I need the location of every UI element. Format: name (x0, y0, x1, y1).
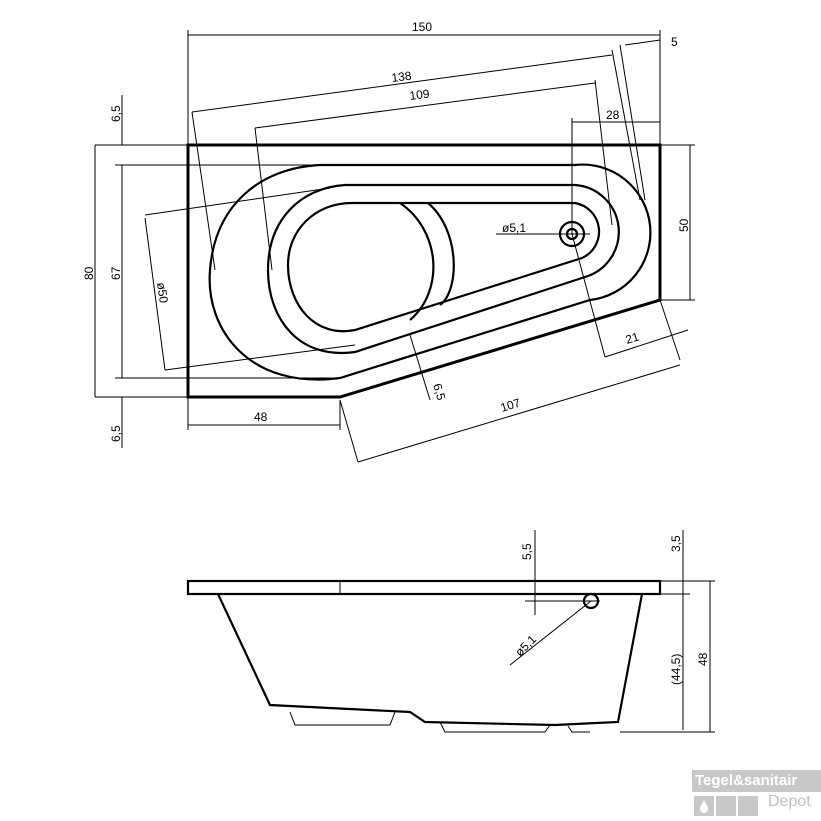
logo-brand: Tegel&sanitair (692, 770, 821, 792)
dim-150: 150 (412, 20, 432, 34)
dim-3-5: 3,5 (669, 535, 683, 552)
side-body (217, 593, 644, 727)
dim-5: 5 (671, 35, 678, 49)
side-dimension-lines (509, 530, 715, 733)
dim-80: 80 (82, 266, 96, 280)
seat-curve-outer (427, 202, 455, 306)
dim-28: 28 (606, 108, 620, 122)
side-feet (289, 711, 590, 733)
dim-44-5: (44,5) (669, 654, 683, 685)
dim-6-5-top: 6,5 (109, 105, 123, 122)
dim-6-5-bottom: 6,5 (109, 425, 123, 442)
side-view: 5,5 3,5 ø5,1 (44,5) 48 (186, 530, 715, 733)
dim-138: 138 (391, 69, 413, 85)
dim-50: 50 (677, 218, 691, 232)
dim-107: 107 (499, 396, 523, 415)
dim-67: 67 (109, 266, 123, 280)
dim-6-5-slant: 6,5 (430, 382, 448, 402)
seat-curve (399, 202, 435, 321)
tub-outline (186, 143, 662, 399)
middle-rim (266, 183, 620, 355)
inner-basin (286, 201, 601, 333)
top-view: 150 5 138 109 28 6,5 80 67 50 ø50 ø5,1 2… (82, 20, 695, 463)
logo-square (716, 796, 736, 816)
dim-5-5: 5,5 (520, 543, 534, 560)
side-rim (186, 579, 662, 596)
dim-o50: ø50 (154, 281, 171, 304)
drop-icon (694, 796, 714, 816)
dim-48: 48 (254, 410, 268, 424)
logo-square (738, 796, 758, 816)
dimension-lines (94, 30, 695, 463)
dim-109: 109 (409, 87, 431, 103)
dim-o5-1-side: ø5,1 (512, 632, 539, 659)
logo: Tegel&sanitair Depot (692, 770, 821, 821)
outer-rim (208, 163, 652, 381)
dim-o5-1: ø5,1 (502, 221, 526, 235)
dim-48-height: 48 (696, 652, 710, 666)
dim-21: 21 (624, 329, 641, 346)
logo-sub: Depot (768, 793, 811, 810)
